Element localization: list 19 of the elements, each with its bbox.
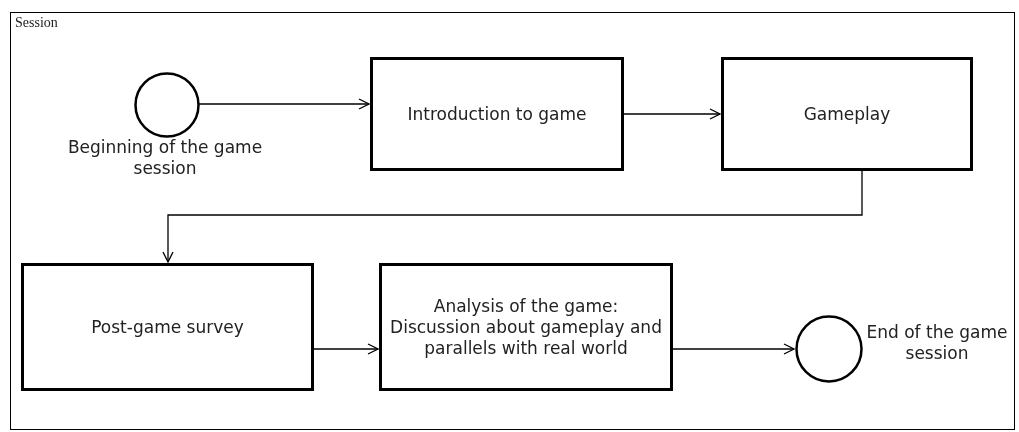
circle-node	[795, 315, 863, 383]
process-box	[370, 57, 624, 171]
node-caption: Beginning of the game session	[66, 137, 264, 179]
arrow	[312, 343, 379, 355]
session-frame	[10, 12, 1015, 430]
process-box	[21, 263, 314, 391]
arrow	[198, 98, 370, 110]
box-label: Analysis of the game: Discussion about gameplay and parallels with real world	[389, 295, 663, 359]
arrow	[162, 169, 863, 263]
node-caption: End of the game session	[865, 322, 1009, 364]
circle-node	[134, 72, 200, 138]
box-label: Gameplay	[802, 103, 892, 125]
arrow	[671, 343, 795, 355]
box-label: Introduction to game	[406, 103, 588, 125]
arrow	[622, 108, 721, 120]
frame-title: Session	[15, 15, 58, 31]
process-box	[721, 57, 973, 171]
box-label: Post-game survey	[90, 316, 245, 338]
process-box	[379, 263, 673, 391]
